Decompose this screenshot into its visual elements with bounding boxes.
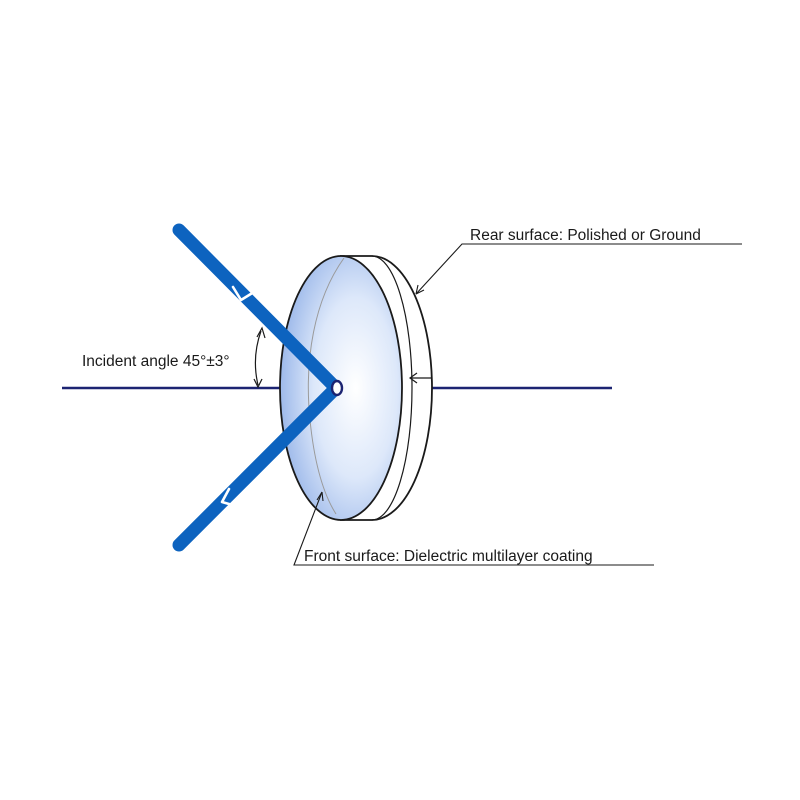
front-surface-leader	[293, 491, 654, 566]
arc-arrowhead-bottom	[253, 378, 263, 389]
incident-direction-chevron	[231, 285, 256, 302]
mirror-disk	[279, 255, 433, 521]
rear-surface-label: Rear surface: Polished or Ground	[470, 227, 701, 244]
rear-surface-arrow	[408, 372, 431, 384]
incidence-point	[330, 379, 344, 397]
reflected-beam	[172, 384, 340, 552]
rear-surface-leader	[415, 243, 742, 295]
incident-angle-label: Incident angle 45°±3°	[82, 353, 230, 370]
mirror-rim-inner-edge	[371, 255, 413, 521]
front-surface-label: Front surface: Dielectric multilayer coa…	[304, 548, 593, 565]
incident-angle-arc	[253, 326, 266, 389]
incident-beam	[172, 223, 340, 392]
arc-arrowhead-top	[256, 326, 266, 339]
reflected-direction-chevron	[220, 487, 238, 508]
